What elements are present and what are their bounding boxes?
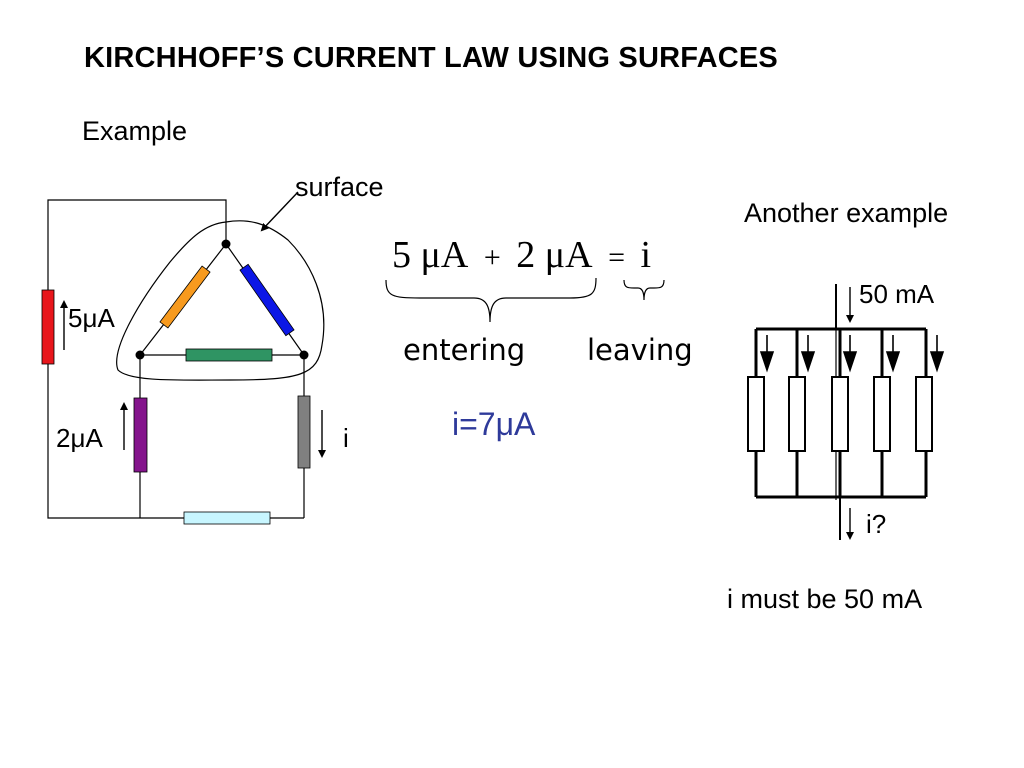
resistor-blue [239,263,295,337]
result-equation: i=7μA [452,406,536,442]
conclusion-text: i must be 50 mA [727,584,923,614]
another-example-label: Another example [744,198,949,228]
node-right [299,350,309,360]
equation-plus: + [483,241,501,274]
parallel-resistor [788,376,806,452]
node-top [221,239,231,249]
resistor-bottom [183,511,271,525]
parallel-resistor [831,376,849,452]
resistor-red [41,289,55,365]
slide-title: KIRCHHOFF’S CURRENT LAW USING SURFACES [84,42,778,74]
resistor-purple [133,397,148,473]
circuit2-branch-arrows [759,335,945,373]
equation-equals: = [608,241,625,274]
resistor-gray [297,395,311,469]
leaving-brace [623,279,665,301]
parallel-resistor [915,376,933,452]
example-label: Example [82,116,188,146]
kcl-equation: 5 μA + 2 μA = i [392,236,651,274]
circuit2-resistors [747,376,933,452]
current-5ua-label: 5μA [68,303,115,333]
entering-label: entering [403,333,526,367]
equation-rhs: i [640,234,652,276]
parallel-resistor [747,376,765,452]
output-current-label: i? [866,509,887,539]
resistor-orange [159,265,211,329]
input-current-label: 50 mA [859,279,935,309]
current-2ua-label: 2μA [56,423,103,453]
parallel-resistor [873,376,891,452]
resistor-green [185,348,273,362]
current-i-label: i [343,423,349,453]
entering-brace [385,277,597,323]
surface-pointer-arrow [260,191,299,232]
equation-term2: 2 μA [516,234,593,276]
leaving-label: leaving [587,333,693,367]
equation-term1: 5 μA [392,234,469,276]
node-left [135,350,145,360]
surface-outline [116,220,325,381]
surface-label: surface [295,172,384,202]
